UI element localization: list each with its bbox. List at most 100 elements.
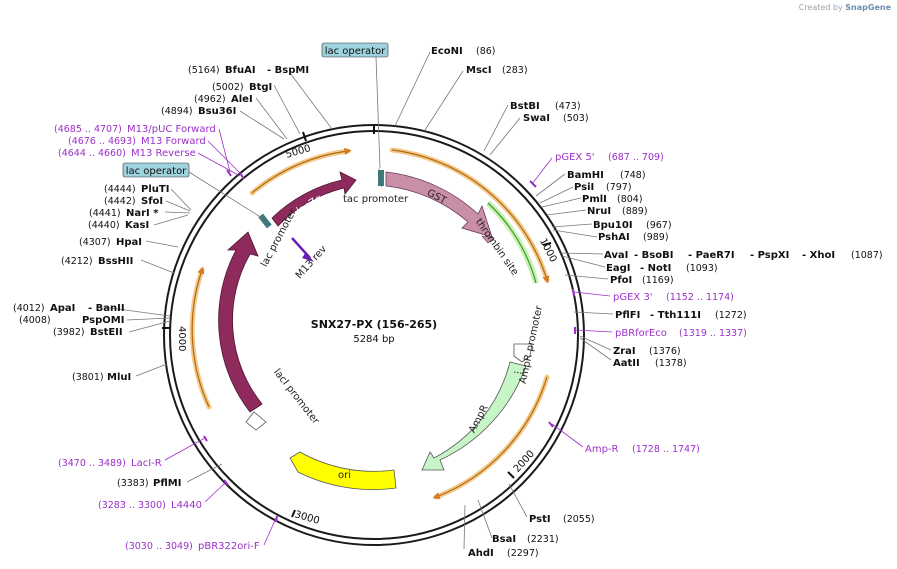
site-psti-pos: (2055): [563, 514, 595, 525]
site-apai: ApaI: [50, 303, 75, 314]
site-pfoi: PfoI: [610, 275, 632, 286]
site-noti-pos: (1093): [686, 263, 718, 274]
site-bstbi: BstBI: [510, 101, 540, 112]
primer-m13f-range: (4676 .. 4693): [68, 136, 136, 147]
plasmid-name: SNX27-PX (156-265): [311, 318, 437, 331]
primer-m13f: M13 Forward: [141, 136, 206, 147]
primer-m13r: M13 Reverse: [131, 148, 196, 159]
primer-ampr: Amp-R: [585, 444, 619, 455]
site-pmli-pos: (804): [617, 194, 643, 205]
site-xhoi: - XhoI: [802, 250, 835, 261]
lac-operator-label-left: lac operator: [126, 166, 187, 177]
site-pspomi-pos: (4008): [19, 315, 51, 326]
tac-promoter-glyph: [378, 170, 384, 186]
site-bsteii-pos: (3982): [53, 327, 85, 338]
primer-pbr322-range: (3030 .. 3049): [125, 541, 193, 552]
primer-pbrforeco: pBRforEco: [615, 328, 667, 339]
site-bsai-pos: (2231): [527, 534, 559, 545]
thrombin-green-line: [487, 202, 537, 284]
primer-pbr322: pBR322ori-F: [198, 541, 260, 552]
site-bamhi-pos: (748): [620, 170, 646, 181]
ampr-arrow: [421, 361, 527, 471]
site-pmli: PmlI: [582, 194, 607, 205]
site-bsshii-pos: (4212): [61, 256, 93, 267]
primer-ampr-range: (1728 .. 1747): [632, 444, 700, 455]
primer-m13r-range: (4644 .. 4660): [58, 148, 126, 159]
site-sfoi-pos: (4442): [104, 196, 136, 207]
site-pflmi: PflMI: [153, 478, 181, 489]
laci-promoter-label: lacI promoter: [271, 367, 321, 427]
primer-lacir: LacI-R: [131, 458, 162, 469]
primer-marks: [203, 169, 576, 523]
site-eagi: EagI: [606, 263, 630, 274]
site-nrui: NruI: [587, 206, 611, 217]
site-pluti-pos: (4444): [104, 184, 136, 195]
site-pspomi: PspOMI: [82, 315, 124, 326]
snapgene-logo: SnapGene: [845, 3, 891, 12]
site-mlui: MluI: [107, 372, 131, 383]
site-econi-pos: (86): [476, 46, 496, 57]
orange-arc-lines: [191, 147, 550, 500]
site-ahdi-pos: (2297): [507, 548, 539, 559]
site-aatii: AatII: [613, 358, 640, 369]
ampr-promoter-glyph: [513, 343, 533, 363]
laci-arrow: [218, 231, 263, 413]
site-pshai-pos: (989): [643, 232, 669, 243]
site-nari: NarI *: [126, 208, 159, 219]
ampr-stop-mark: [513, 371, 527, 375]
lac-operator-small-mark: [378, 167, 383, 189]
thrombin-label: thrombin site: [473, 217, 520, 278]
primer-l4440-range: (3283 .. 3300): [98, 500, 166, 511]
site-paer7i: - PaeR7I: [688, 250, 735, 261]
primer-pgex3-range: (1152 .. 1174): [666, 292, 734, 303]
site-swai-pos: (503): [563, 113, 589, 124]
site-nari-pos: (4441): [89, 208, 121, 219]
gst-arrow: [385, 171, 493, 238]
site-bstbi-pos: (473): [555, 101, 581, 112]
site-pflmi-pos: (3383): [117, 478, 149, 489]
primer-lacir-range: (3470 .. 3489): [58, 458, 126, 469]
ori-arrow: [289, 451, 397, 490]
primer-pgex3: pGEX 3': [613, 292, 653, 303]
ring-ticks: [162, 125, 552, 518]
site-hpai-pos: (4307): [79, 237, 111, 248]
lac-operator-left-leader: [188, 171, 263, 219]
primer-leaders: [164, 128, 613, 546]
site-kasi-pos: (4440): [88, 220, 120, 231]
site-tth111i: - Tth111I: [650, 310, 701, 321]
primer-m13puc-range: (4685 .. 4707): [54, 124, 122, 135]
ori-label: ori: [338, 470, 351, 481]
site-bsshii: BssHII: [98, 256, 133, 267]
site-zrai-pos: (1376): [649, 346, 681, 357]
site-leaders: [102, 51, 614, 550]
site-bsobi: - BsoBI: [634, 250, 673, 261]
lac-operator-box-top: [321, 42, 389, 58]
site-psii: PsiI: [574, 182, 594, 193]
primer-pgex5: pGEX 5': [555, 152, 595, 163]
plasmid-length: 5284 bp: [353, 334, 394, 345]
site-bpu10i-pos: (967): [646, 220, 672, 231]
site-bsu36i: Bsu36I: [198, 106, 236, 117]
site-noti: - NotI: [640, 263, 671, 274]
site-pluti: PluTI: [141, 184, 169, 195]
site-bamhi: BamHI: [567, 170, 604, 181]
site-pspxi: - PspXI: [750, 250, 789, 261]
site-apai-pos: (4012): [13, 303, 45, 314]
site-bsai: BsaI: [492, 534, 516, 545]
site-alei: AleI: [231, 94, 253, 105]
site-psti: PstI: [529, 514, 551, 525]
lac-operator-label-top: lac operator: [325, 46, 386, 57]
site-nrui-pos: (889): [622, 206, 648, 217]
thrombin-marker: [481, 235, 495, 244]
m13rev-head: [302, 252, 314, 262]
site-psii-pos: (797): [606, 182, 632, 193]
lac-operator-box-left: [122, 162, 190, 178]
site-bpu10i: Bpu10I: [593, 220, 633, 231]
site-pfoi-pos: (1169): [642, 275, 674, 286]
tick-4000: 4000: [176, 326, 187, 351]
site-zrai: ZraI: [613, 346, 636, 357]
site-swai: SwaI: [523, 113, 550, 124]
tac-promoter-label: tac promoter: [343, 194, 409, 205]
laci-promoter-glyph: [245, 411, 267, 431]
